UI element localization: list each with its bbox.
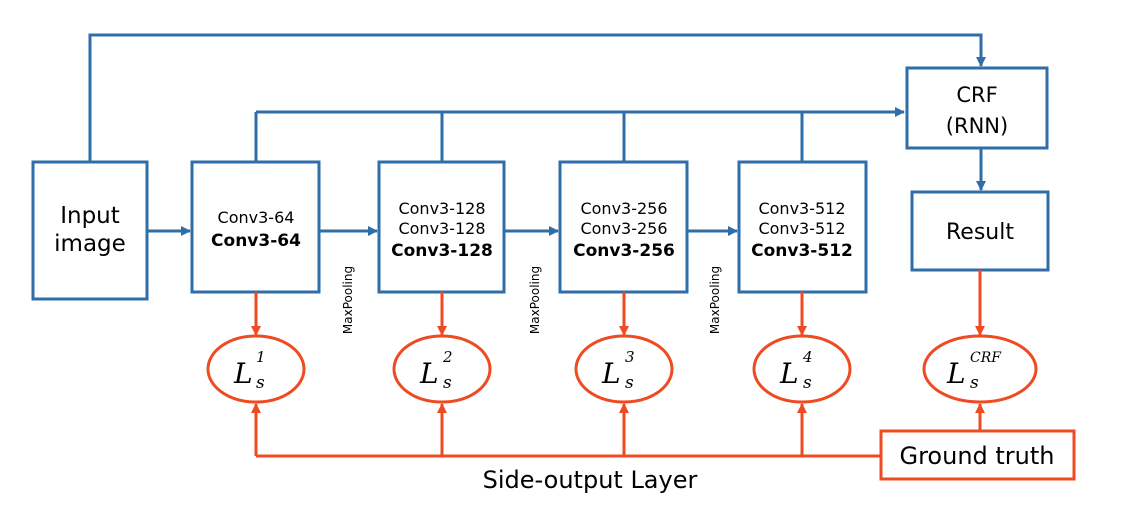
- conv3-line3: Conv3-256: [573, 241, 675, 261]
- crf-label-line2: (RNN): [946, 114, 1008, 138]
- result-label: Result: [946, 220, 1014, 245]
- conv4-line2: Conv3-512: [758, 219, 845, 238]
- loss-4-label: L 4 s: [779, 348, 813, 393]
- crf-box: [905, 66, 1049, 150]
- conv2-line3: Conv3-128: [391, 241, 493, 261]
- loss-3-ellipse: [574, 334, 674, 404]
- loss-crf-ellipse: [922, 334, 1038, 404]
- blue-connectors: [88, 33, 986, 236]
- loss-4-ellipse: [752, 334, 852, 404]
- loss-crf-sub: s: [970, 373, 979, 393]
- loss-crf-sup: CRF: [970, 350, 1002, 366]
- loss-3-sup: 3: [625, 348, 635, 366]
- loss-2-ellipse: [392, 334, 492, 404]
- loss-1-sub: s: [256, 373, 265, 393]
- conv-block-3-box: [558, 160, 689, 294]
- maxpooling-label-2: MaxPooling: [528, 266, 542, 334]
- maxpooling-label-1: MaxPooling: [341, 266, 355, 334]
- blue-boxes: [31, 66, 1050, 301]
- input-image-label-line1: Input: [60, 203, 120, 229]
- conv-block-2-box: [377, 160, 506, 294]
- loss-1-base: L: [233, 357, 253, 390]
- loss-3-sub: s: [625, 373, 634, 393]
- conv2-line2: Conv3-128: [398, 219, 485, 238]
- loss-2-sup: 2: [442, 348, 453, 366]
- result-box: [910, 190, 1050, 272]
- side-output-layer-label: Side-output Layer: [483, 466, 698, 494]
- conv1-line2: Conv3-64: [211, 231, 301, 251]
- input-image-box: [31, 160, 149, 301]
- input-to-crf-connector: [88, 33, 986, 162]
- conv-block-1-box: [190, 160, 321, 294]
- conv4-line1: Conv3-512: [758, 199, 845, 218]
- crf-label-line1: CRF: [956, 83, 997, 107]
- conv-block-4-box: [737, 160, 868, 294]
- conv2-line1: Conv3-128: [398, 199, 485, 218]
- loss-4-sub: s: [803, 373, 812, 393]
- ground-truth-box: [879, 429, 1076, 481]
- loss-crf-base: L: [946, 357, 966, 390]
- loss-2-label: L 2 s: [419, 348, 453, 393]
- loss-crf-label: L CRF s: [946, 350, 1002, 393]
- loss-3-base: L: [601, 357, 621, 390]
- loss-2-sub: s: [443, 373, 452, 393]
- loss-4-base: L: [779, 357, 799, 390]
- loss-1-label: L 1 s: [233, 348, 266, 393]
- conv3-line1: Conv3-256: [580, 199, 667, 218]
- loss-1-ellipse: [206, 334, 306, 404]
- conv4-line3: Conv3-512: [751, 241, 853, 261]
- input-image-label-line2: image: [54, 231, 126, 257]
- maxpooling-label-3: MaxPooling: [708, 266, 722, 334]
- loss-1-sup: 1: [256, 348, 266, 366]
- loss-3-label: L 3 s: [601, 348, 635, 393]
- orange-connectors: [251, 270, 985, 458]
- conv1-line1: Conv3-64: [218, 208, 295, 227]
- loss-2-base: L: [419, 357, 439, 390]
- ground-truth-label: Ground truth: [899, 442, 1054, 470]
- loss-4-sup: 4: [802, 348, 813, 366]
- conv3-line2: Conv3-256: [580, 219, 667, 238]
- loss-ellipses: [206, 334, 1038, 404]
